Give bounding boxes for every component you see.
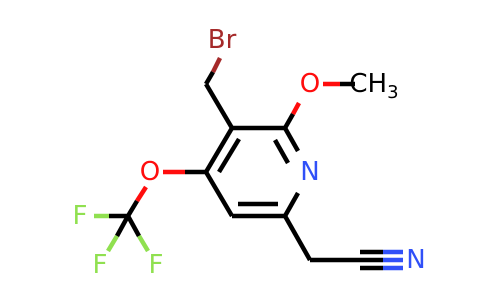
bond-ch2-br-br: [210, 56, 223, 74]
bond-c3-ch2: [204, 82, 234, 130]
atom-f3: F: [149, 250, 164, 280]
bond-c2-o-c: [283, 112, 295, 130]
bond-c2-o-o: [291, 101, 301, 116]
bond-o-cf3-c: [126, 199, 139, 218]
atom-o-ocf3: O: [140, 157, 160, 187]
bond-n1-c6: [283, 191, 300, 218]
bond-c4-c3: [204, 126, 234, 174]
atom-n-nitrile: N: [406, 245, 425, 275]
bond-c4-c3-double: [217, 137, 241, 174]
bond-cf3-f2-c: [115, 214, 130, 238]
bond-cf3-f3-f: [137, 234, 150, 253]
bond-o-cf3-o: [135, 185, 148, 203]
atom-ch3: CH3: [349, 69, 398, 103]
bond-ch2-br-c: [204, 70, 215, 86]
atom-f2: F: [93, 250, 108, 280]
bond-cf3-f2-f: [106, 234, 119, 253]
atom-br: Br: [208, 25, 237, 55]
bond-c6-ch2: [283, 214, 312, 262]
ch3-main: CH: [349, 69, 387, 99]
atom-f1: F: [73, 201, 88, 231]
atom-n-ring: N: [300, 157, 319, 187]
bond-cf3-f3-c: [126, 214, 141, 238]
bond-c5-c4: [204, 170, 234, 218]
atom-o-methoxy: O: [300, 69, 320, 99]
bond-c2-n1: [283, 126, 300, 153]
bond-c2-n1-double: [273, 138, 290, 165]
ch3-subscript: 3: [387, 82, 398, 103]
